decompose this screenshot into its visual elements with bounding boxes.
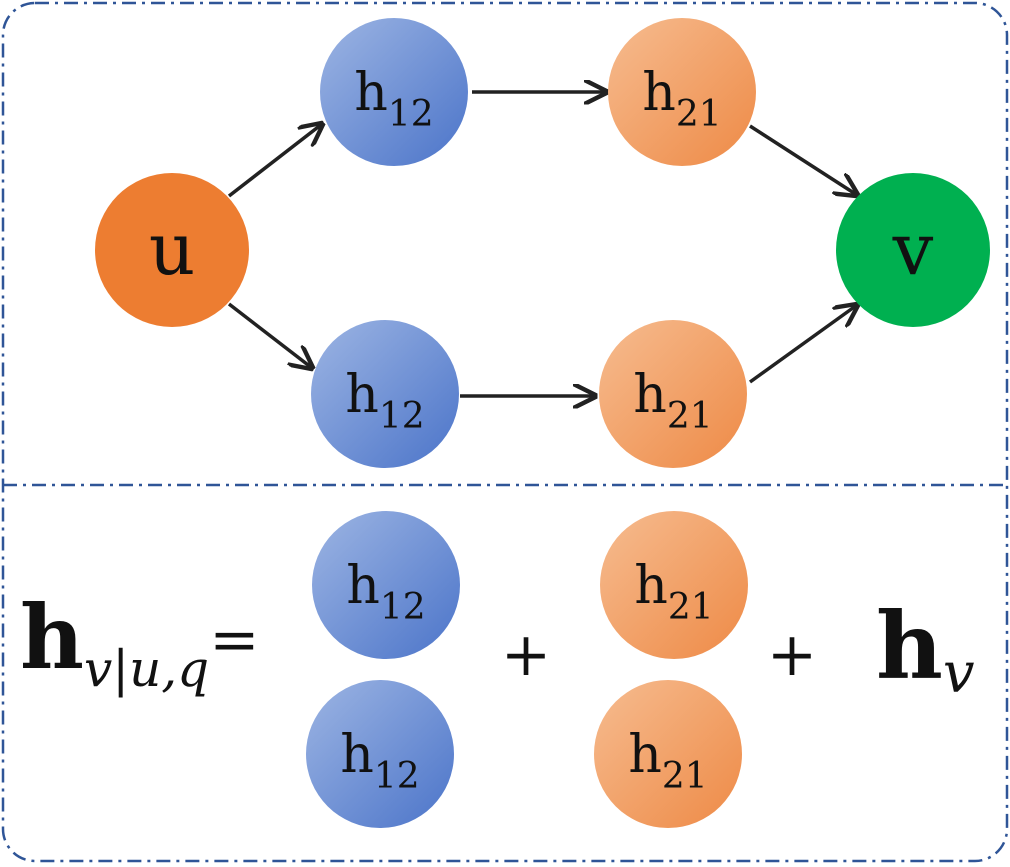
- formula-lhs: hv|u,q=: [20, 585, 259, 698]
- formula-plus-1: +: [501, 620, 551, 690]
- edges: [227, 92, 857, 396]
- formula-h12-top-label: h12: [346, 556, 425, 628]
- formula-h21-bottom: h21: [594, 680, 742, 828]
- node-u-label: u: [149, 207, 195, 291]
- node-h21-bottom-label: h21: [633, 365, 712, 437]
- formula-h21-bottom-label: h21: [628, 725, 707, 797]
- node-h21-top-label: h21: [642, 63, 721, 135]
- node-u: u: [95, 173, 249, 327]
- formula-h12-bottom: h12: [306, 680, 454, 828]
- node-h12-bottom-label: h12: [345, 365, 424, 437]
- edge-u-to-h12-top: [227, 124, 322, 198]
- node-h21-top: h21: [608, 18, 756, 166]
- formula-h12-top: h12: [312, 511, 460, 659]
- formula-plus-2: +: [767, 620, 817, 690]
- node-h12-top-label: h12: [354, 63, 433, 135]
- node-h12-top: h12: [320, 18, 468, 166]
- formula-rhs: hv: [876, 592, 975, 706]
- node-h21-bottom: h21: [599, 320, 747, 468]
- node-h12-bottom: h12: [311, 320, 459, 468]
- formula-h21-top-label: h21: [634, 556, 713, 628]
- edge-h21-to-v-top: [749, 124, 857, 195]
- edge-h21-to-v-bottom: [748, 305, 857, 384]
- formula-h12-bottom-label: h12: [340, 725, 419, 797]
- formula-h21-top: h21: [600, 511, 748, 659]
- node-v-label: v: [892, 207, 934, 291]
- edge-u-to-h12-bottom: [227, 302, 312, 368]
- node-v: v: [836, 173, 990, 327]
